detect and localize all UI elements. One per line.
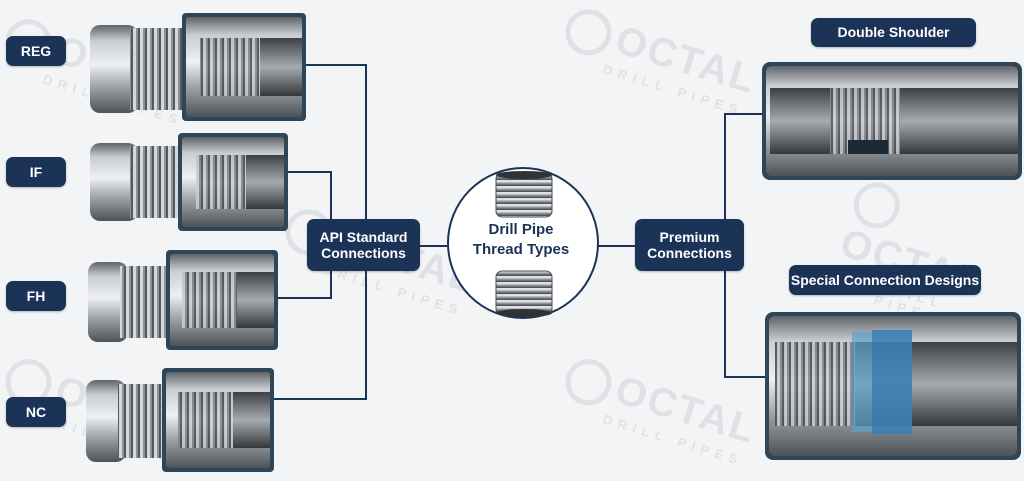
reg-label: REG xyxy=(6,36,66,66)
thread-sample-top-icon xyxy=(495,171,553,218)
center-circle xyxy=(447,167,599,319)
fh-label: FH xyxy=(6,281,66,311)
fh-connection-image xyxy=(88,250,278,350)
nc-label: NC xyxy=(6,397,66,427)
reg-connection-image xyxy=(90,13,306,121)
premium-connections-box: Premium Connections xyxy=(635,219,744,271)
special-connection-designs-label: Special Connection Designs xyxy=(789,265,981,295)
special-connection-image xyxy=(765,312,1021,460)
double-shoulder-label: Double Shoulder xyxy=(811,18,976,47)
api-line-2: Connections xyxy=(321,245,406,261)
center-title: Drill Pipe Thread Types xyxy=(461,220,581,259)
thread-sample-bottom-icon xyxy=(495,270,553,317)
premium-line-1: Premium xyxy=(659,228,720,245)
center-title-line-2: Thread Types xyxy=(472,240,570,258)
nc-connection-image xyxy=(86,368,274,472)
if-connection-image xyxy=(90,133,288,231)
api-standard-connections-box: API Standard Connections xyxy=(307,219,420,271)
api-line-1: API Standard xyxy=(319,228,408,245)
premium-line-2: Connections xyxy=(647,245,732,261)
if-label: IF xyxy=(6,157,66,187)
double-shoulder-connection-image xyxy=(762,62,1022,180)
center-title-line-1: Drill Pipe xyxy=(488,221,554,238)
